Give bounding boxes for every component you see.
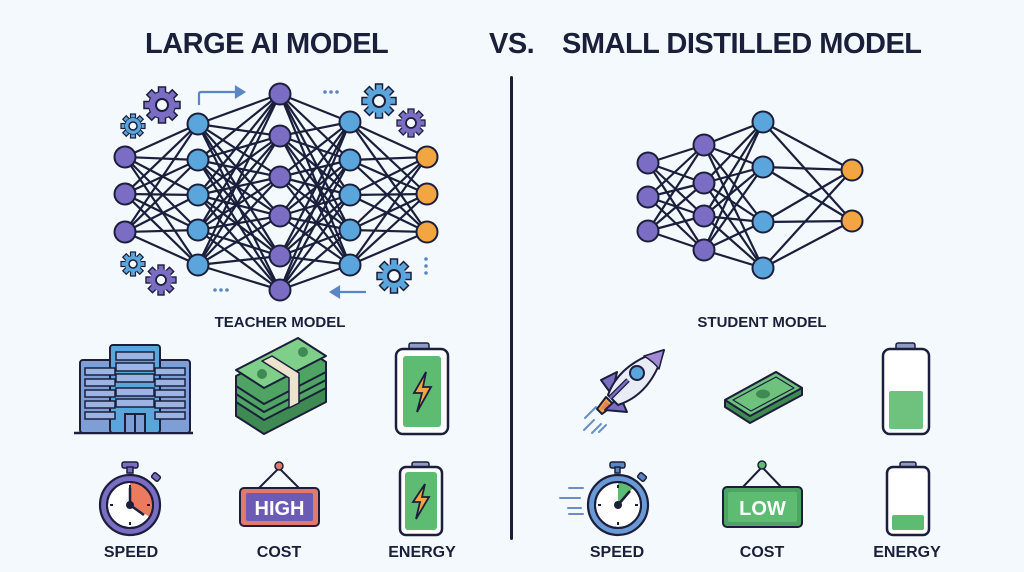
teacher-network: [113, 82, 439, 302]
teacher-model-label: TEACHER MODEL: [214, 314, 346, 331]
network-node: [692, 238, 716, 262]
money-stack-icon: [235, 337, 327, 435]
network-node: [338, 218, 362, 242]
network-node: [113, 145, 137, 169]
network-node: [186, 112, 210, 136]
network-node: [415, 145, 439, 169]
network-node: [186, 218, 210, 242]
rocket-icon: [583, 349, 665, 434]
network-node: [840, 209, 864, 233]
low-sign-text: LOW: [739, 498, 786, 520]
network-node: [636, 151, 660, 175]
gear-icon: [120, 251, 146, 277]
server-building-icon: [74, 344, 193, 435]
single-bill-icon: [724, 371, 803, 424]
network-node: [338, 253, 362, 277]
student-model-label: STUDENT MODEL: [697, 314, 827, 331]
gear-icon: [143, 86, 181, 124]
stopwatch-fast-icon: [559, 461, 650, 537]
back-arrow-icon: [328, 285, 366, 299]
network-node: [751, 256, 775, 280]
network-node: [268, 165, 292, 189]
stopwatch-slow-icon: [98, 461, 162, 537]
student-network: [636, 110, 864, 280]
gear-icon: [396, 108, 426, 138]
hanging-sign-icon: [239, 461, 320, 527]
gear-icon: [376, 258, 412, 294]
teacher-energy-label: ENERGY: [388, 544, 456, 561]
student-cost-label: COST: [739, 544, 785, 561]
battery-low-icon: [885, 461, 931, 537]
ellipsis-icon: [213, 90, 428, 292]
network-node: [338, 148, 362, 172]
right-title: SMALL DISTILLED MODEL: [562, 28, 922, 60]
left-title: LARGE AI MODEL: [145, 28, 389, 60]
network-node: [751, 110, 775, 134]
network-node: [113, 220, 137, 244]
network-node: [692, 171, 716, 195]
teacher-cost-label: COST: [256, 544, 302, 561]
hanging-sign-icon: [722, 460, 803, 528]
battery-full-icon: [398, 461, 444, 537]
network-node: [415, 182, 439, 206]
network-node: [186, 183, 210, 207]
high-sign-text: HIGH: [255, 498, 305, 520]
network-node: [692, 133, 716, 157]
network-node: [268, 124, 292, 148]
network-node: [338, 110, 362, 134]
network-node: [415, 220, 439, 244]
network-node: [338, 183, 362, 207]
teacher-speed-label: SPEED: [103, 544, 159, 561]
network-node: [751, 210, 775, 234]
network-node: [268, 204, 292, 228]
network-node: [840, 158, 864, 182]
vs-label: VS.: [489, 28, 535, 60]
network-node: [268, 278, 292, 302]
network-node: [751, 155, 775, 179]
forward-arrow-icon: [197, 85, 247, 105]
student-energy-label: ENERGY: [873, 544, 941, 561]
gear-icon: [120, 113, 146, 139]
network-node: [636, 185, 660, 209]
full-battery-charging-icon: [394, 342, 450, 436]
gear-icon: [361, 83, 397, 119]
network-node: [268, 82, 292, 106]
gear-icon: [145, 264, 177, 296]
network-node: [268, 244, 292, 268]
center-divider: [510, 76, 513, 540]
network-node: [692, 204, 716, 228]
network-node: [186, 253, 210, 277]
network-node: [186, 148, 210, 172]
half-battery-icon: [881, 342, 931, 436]
network-node: [636, 219, 660, 243]
student-speed-label: SPEED: [589, 544, 645, 561]
network-node: [113, 182, 137, 206]
